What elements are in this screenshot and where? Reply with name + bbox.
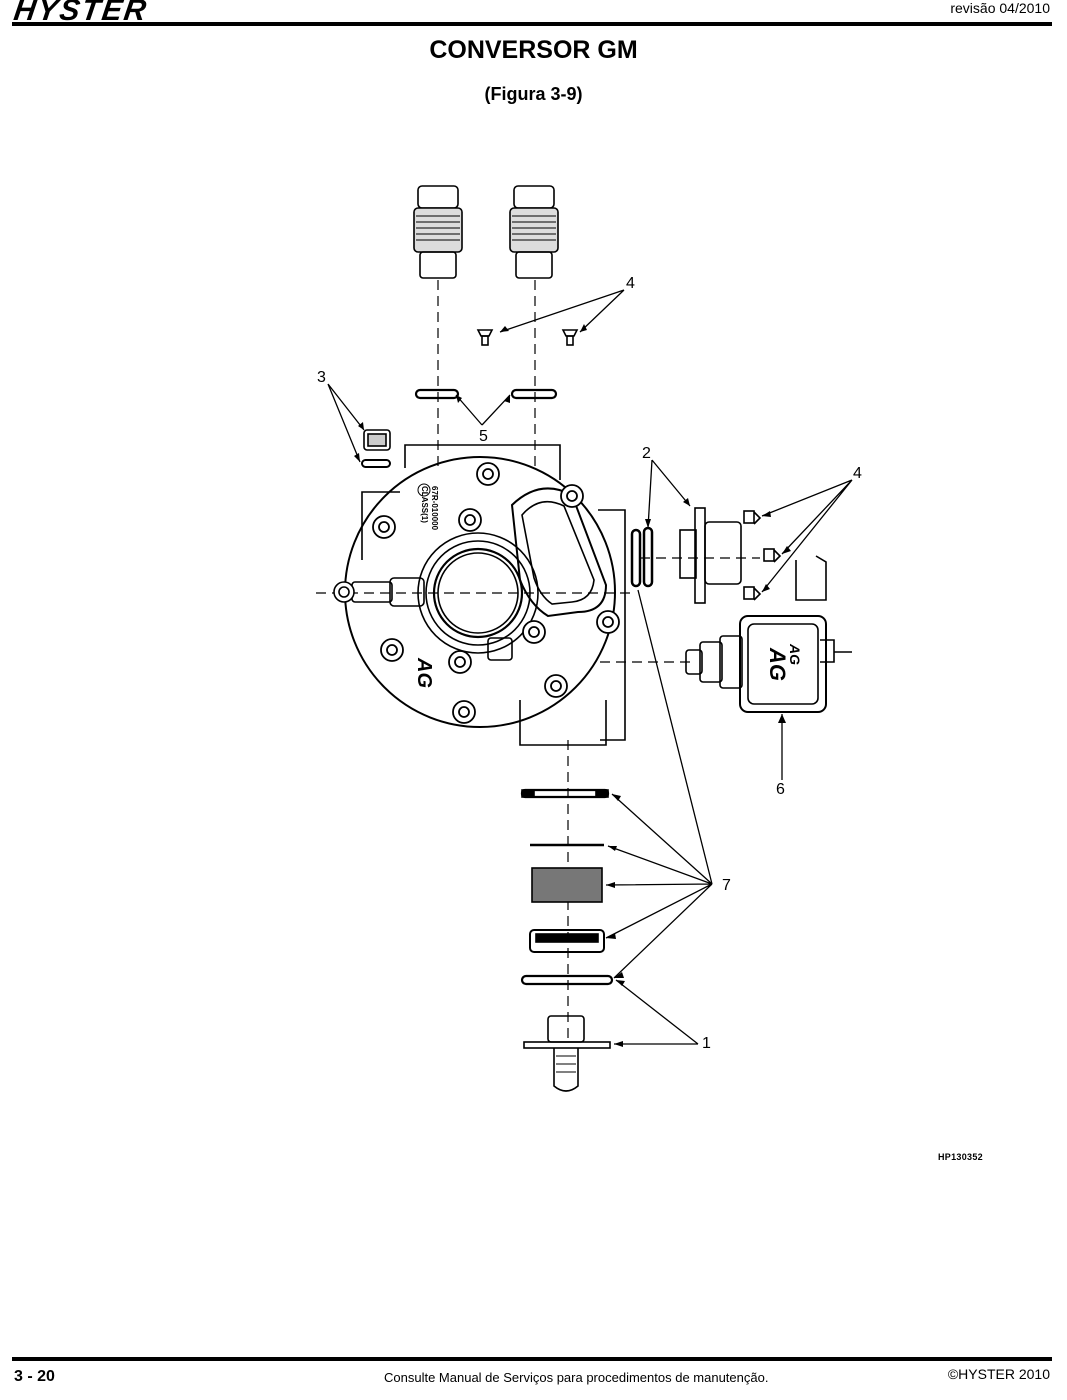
callout-4-top: 4 [626,275,635,292]
revision-date: revisão 04/2010 [950,0,1050,16]
hose-fitting-left [413,185,463,279]
screw-right-2 [763,548,782,563]
hose-fitting-right [509,185,559,279]
screw-right-3 [743,586,762,601]
callout-4-right: 4 [853,465,862,482]
callout-3: 3 [317,369,326,386]
callout-6: 6 [776,781,785,798]
converter-body [333,444,626,746]
callout-7: 7 [722,877,731,894]
callout-1: 1 [702,1035,711,1052]
cap-3 [363,429,391,451]
screw-right-1 [743,510,762,525]
o-ring-right [510,388,558,400]
o-ring-left [414,388,460,400]
figure-caption: (Figura 3-9) [484,84,583,104]
callout-5: 5 [479,428,488,445]
figure-code: HP130352 [938,1152,983,1162]
plate-label: 67R-010000 CLASS(1) [417,483,439,531]
footer-note: Consulte Manual de Serviços para procedi… [384,1370,769,1385]
ag-logo-body: AG [413,657,435,688]
screw-top-right [561,329,579,346]
callout-2: 2 [642,445,651,462]
page-number: 3 - 20 [14,1368,55,1385]
gasket-2a [630,528,642,588]
footer-rule [12,1357,1052,1361]
page-title: CONVERSOR GM [429,36,638,64]
svg-text:CLASS(1): CLASS(1) [420,486,429,523]
header-rule [12,22,1052,26]
svg-text:67R-010000: 67R-010000 [430,486,439,531]
solenoid-valve [685,555,852,713]
filter-stack [520,788,614,986]
gasket-2b [642,526,654,588]
ring-3 [361,459,391,468]
arrowheads [354,324,791,1047]
copyright: ©HYSTER 2010 [947,1366,1050,1382]
ag-logo-solenoid: AG [765,647,790,681]
bottom-fitting [523,1015,611,1092]
outlet-flange [679,507,742,604]
callouts: 1 2 3 4 4 5 6 7 [317,275,862,1052]
ag-logo-solenoid-small: AG [787,643,803,665]
center-lines [316,280,760,1040]
screw-top-left [476,329,494,346]
